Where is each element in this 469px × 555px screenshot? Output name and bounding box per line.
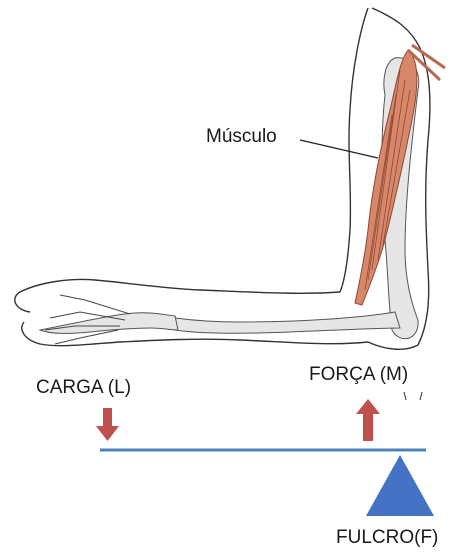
load-label: CARGA (L) — [36, 378, 131, 397]
force-label: FORÇA (M) — [309, 365, 408, 384]
triangle-icon — [366, 455, 434, 516]
arrow-down-icon — [96, 408, 119, 441]
fulcrum-label: FULCRO(F) — [336, 528, 438, 547]
muscle-label: Músculo — [206, 127, 277, 146]
arrow-up-icon — [356, 399, 380, 441]
